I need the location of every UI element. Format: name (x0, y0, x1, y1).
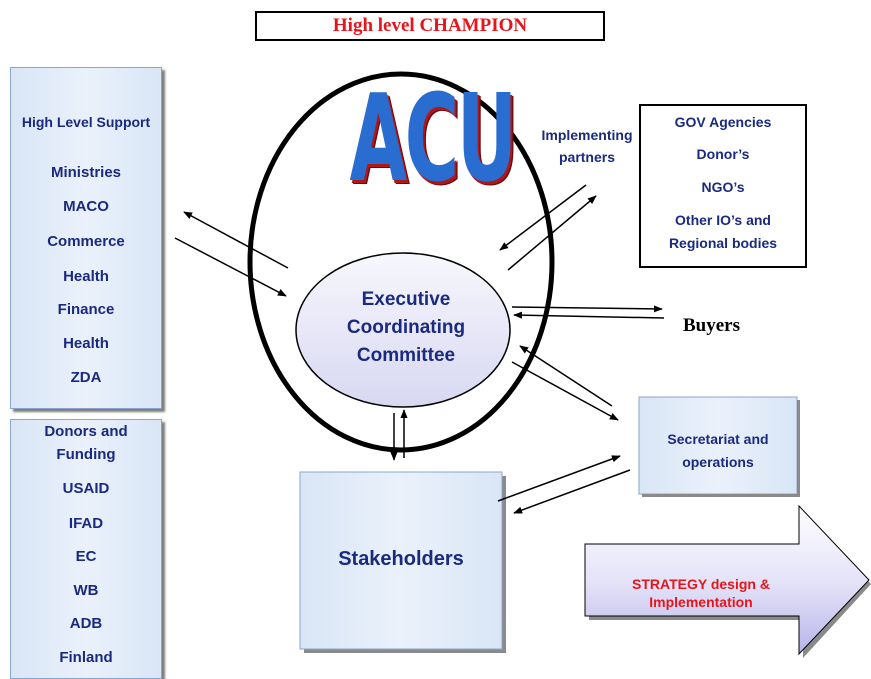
support-item: ZDA (70, 369, 102, 386)
arrow-secretariat-to-ecc (519, 345, 613, 407)
impl-line: partners (558, 149, 616, 165)
arrow-support-to-ecc (174, 237, 287, 297)
arrow-buyers-to-ecc (513, 311, 665, 319)
arrow-ecc-to-support (183, 211, 289, 269)
strategy-line: Implementation (649, 594, 753, 610)
arrow-to-acu-from-partners (499, 184, 587, 251)
champion-label: High level CHAMPION (332, 15, 528, 36)
arrow-ecc-to-secretariat (511, 361, 619, 421)
acu-logo-text: ACU (349, 70, 518, 209)
support-item: Finance (57, 301, 115, 318)
donor-item: IFAD (68, 515, 104, 532)
partner-item: GOV Agencies (674, 114, 772, 130)
arrow-acu-to-partners (507, 195, 597, 271)
ecc-line: Executive (361, 289, 451, 310)
arrow-stakeholders-to-secretariat (497, 455, 621, 502)
implementing-partners-label: Implementing partners (528, 124, 646, 168)
donors-panel: Donors and Funding USAID IFAD EC WB ADB … (10, 419, 162, 679)
donor-item: WB (73, 582, 99, 599)
stakeholders-label: Stakeholders (338, 548, 464, 570)
arrow-secretariat-to-stakeholders (513, 469, 631, 514)
donors-title: Donors and (44, 423, 128, 440)
secretariat-shadow (642, 494, 800, 497)
secretariat-label: Secretariat and operations (639, 428, 797, 474)
donor-item: USAID (62, 480, 110, 497)
support-item: Health (63, 335, 109, 352)
partners-box: GOV Agencies Donor’s NGO’s Other IO’s an… (639, 104, 807, 268)
impl-line: Implementing (541, 127, 633, 143)
partner-item: Donor’s (696, 146, 750, 162)
ecc-line: Coordinating (346, 317, 466, 338)
champion-box: High level CHAMPION (255, 11, 605, 41)
secretariat-line: Secretariat and (667, 431, 769, 447)
high-level-support-panel: High Level Support Ministries MACO Comme… (10, 67, 162, 409)
donor-item: ADB (69, 615, 103, 632)
strategy-label: STRATEGY design & Implementation (603, 575, 799, 611)
high-level-support-title: High Level Support (21, 114, 151, 130)
support-item: Commerce (47, 233, 125, 250)
secretariat-box (638, 396, 798, 495)
ecc-label: Executive Coordinating Committee (306, 286, 506, 370)
ecc-line: Committee (356, 345, 456, 366)
acu-outer-ellipse (247, 71, 555, 453)
support-item: MACO (63, 198, 109, 215)
support-item: Health (63, 268, 109, 285)
stakeholders-box (299, 471, 503, 650)
support-item: Ministries (50, 164, 122, 181)
partner-item: NGO’s (701, 179, 745, 195)
donors-title: Funding (56, 446, 116, 463)
arrow-ecc-to-buyers (511, 305, 663, 313)
strategy-arrow (584, 504, 870, 656)
strategy-line: STRATEGY design & (632, 576, 770, 592)
secretariat-shadow-side (797, 400, 800, 497)
secretariat-line: operations (682, 454, 754, 470)
buyers-label: Buyers (683, 315, 740, 336)
donor-item: Finland (59, 649, 113, 666)
donor-item: EC (75, 548, 97, 565)
partner-item: Other IO’s and (675, 212, 771, 228)
partner-item: Regional bodies (668, 235, 778, 251)
ecc-ellipse (295, 252, 511, 408)
